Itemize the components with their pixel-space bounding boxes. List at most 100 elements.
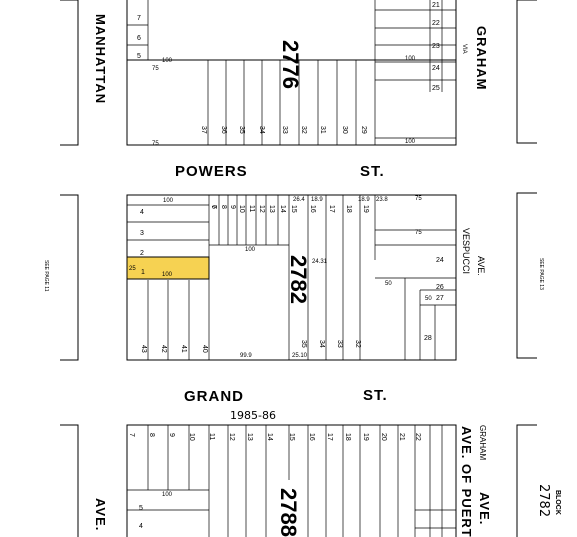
dim-75-top-b: 75 [152,141,159,147]
lot-number: 18 [344,433,351,441]
lot-number: 24 [432,65,440,72]
lot-number: 19 [362,205,369,213]
lot-number: 43 [140,345,147,353]
vespucci-ave-label: AVE. [476,256,486,276]
lot-number: 14 [279,205,286,213]
lot-number: 33 [281,126,288,134]
dim-238: 23.8 [376,197,388,203]
lot-number: 22 [432,20,440,27]
lot-number: 29 [360,126,367,134]
dim-2510: 25.10 [292,353,308,359]
hand-block-label: BLOCK [554,490,561,515]
block-2788 [126,424,457,537]
highlight-lot-number: 1 [141,269,145,276]
lot-number: 5 [137,53,141,60]
vespucci-label: VESPUCCI [461,228,471,274]
dim-189b: 18.9 [358,197,370,203]
lot-number: 12 [258,205,265,213]
lot-number: 12 [228,433,235,441]
lot-number: 25 [432,85,440,92]
lot-number: 40 [201,345,208,353]
grand-st-label: GRAND [184,388,244,405]
lot-number: 32 [354,340,361,348]
lot-number: 6 [137,35,141,42]
lot-number: 37 [200,126,207,134]
ave-of-puerto-label: AVE. OF PUERTO [459,426,474,537]
lot-number: 2 [140,250,144,257]
lot-number: 7 [210,205,217,209]
lot-number: 10 [238,205,245,213]
highlight-lot-dim: 100 [162,272,173,278]
lot-number: 35 [300,340,307,348]
lot-number: 18 [345,205,352,213]
lot-number: 42 [160,345,167,353]
block-2776 [126,0,457,146]
block-2782 [126,194,457,361]
lot-number: 30 [341,126,348,134]
block-number-top: 2776 [278,40,303,89]
lot-number: 16 [309,205,316,213]
dim-264: 26.4 [293,197,305,203]
dim-75-mid-r: 75 [415,196,422,202]
dim-100-top-r: 100 [405,139,416,145]
lot-number: 4 [139,523,143,530]
lot-number: 24 [436,257,444,264]
lot-number: 15 [290,205,297,213]
dim-50-mid-r: 50 [385,281,392,287]
block-number-middle: 2782 [286,255,311,304]
dim-100-top: 100 [162,58,173,64]
lot-number: 11 [248,205,255,212]
right-page-bracket [516,0,537,537]
lot-number: 7 [137,15,141,22]
lot-number: 17 [328,205,335,213]
lot-number: 28 [424,335,432,342]
lot-number: 27 [436,295,444,302]
via-label: VIA [461,44,467,54]
lot-number: 9 [229,205,236,209]
block-number-bottom: 2788 [276,488,301,537]
see-page-left: SEE PAGE 11 [43,260,49,292]
lot-number: 6 [210,205,217,209]
lot-number: 13 [246,433,253,441]
lot-number: 31 [319,126,326,134]
lot-number: 21 [432,2,440,9]
lot-number: 33 [336,340,343,348]
dim-75-mid-r2: 75 [415,230,422,236]
lot-number: 17 [326,433,333,441]
dim-100-mid-inner: 100 [245,247,256,253]
dim-189: 18.9 [311,197,323,203]
lot-number: 15 [288,433,295,441]
hand-block-number: 2782 [536,484,551,517]
manhattan-ave-suffix: AVE. [93,498,108,531]
lot-number: 41 [180,345,187,353]
lot-number: 11 [208,433,215,440]
powers-st-suffix: ST. [360,163,385,180]
dim-100-bot: 100 [162,492,173,498]
see-page-right: SEE PAGE 13 [538,258,544,290]
lot-number: 8 [148,433,155,437]
lot-number: 10 [188,433,195,441]
highlight-lot-width: 25 [129,266,136,272]
lot-number: 5 [139,505,143,512]
dim-2431: 24.31 [312,259,328,265]
lot-number: 36 [220,126,227,134]
lot-number: 8 [220,205,227,209]
lot-number: 34 [258,126,265,134]
lot-number: 7 [128,433,135,437]
lot-number: 23 [432,43,440,50]
lot-number: 21 [398,433,405,441]
lot-number: 26 [436,284,444,291]
ave-label-bottom: AVE. [477,492,492,525]
lot-number: 19 [362,433,369,441]
manhattan-ave-label: MANHATTAN [93,14,108,104]
graham-bottom-label: GRAHAM [478,425,487,460]
lot-number: 32 [300,126,307,134]
dim-100-top-r2: 100 [405,56,416,62]
lot-number: 20 [380,433,387,441]
dim-100-mid-top: 100 [163,198,174,204]
lot-number: 4 [140,209,144,216]
dim-50-mid-r2: 50 [425,296,432,302]
lot-number: 9 [168,433,175,437]
